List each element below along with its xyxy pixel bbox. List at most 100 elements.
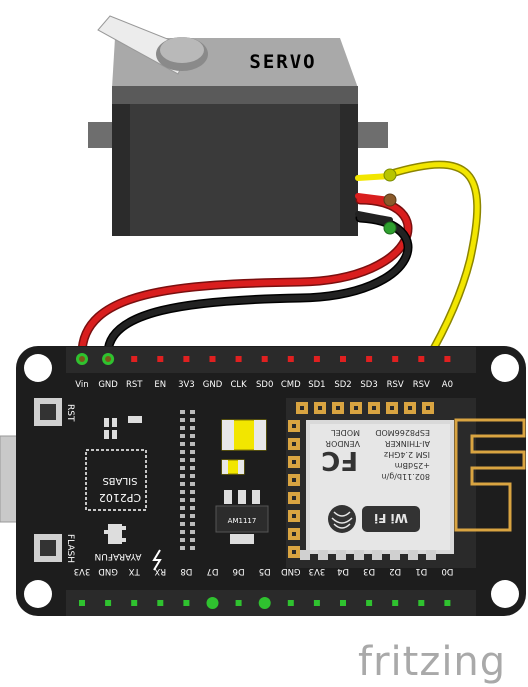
module-text-2: ISM 2.4GHz <box>384 450 430 459</box>
pin-d8[interactable] <box>183 600 190 606</box>
module-markings: 802.11b/g/n +25dBm ISM 2.4GHz AI-THINKER… <box>321 428 430 533</box>
bottom-pin-label: D0 <box>441 566 453 576</box>
pin-rsv[interactable] <box>418 356 425 362</box>
wifi-logo <box>362 506 420 532</box>
servo-label: SERVO <box>249 51 316 73</box>
top-pin-label: RST <box>126 380 143 390</box>
regulator-label: AM1117 <box>228 517 257 525</box>
top-pin-label: SD1 <box>308 380 325 390</box>
voltage-regulator <box>215 505 269 533</box>
pin-clk[interactable] <box>235 356 242 362</box>
chip-label-model: CP2102 <box>99 491 141 504</box>
pin-d1[interactable] <box>418 600 425 606</box>
bottom-pin-label: D3 <box>363 566 375 576</box>
pin-sd3[interactable] <box>366 356 373 362</box>
pin-d5-highlight[interactable] <box>258 597 271 609</box>
top-pin-label: CLK <box>230 380 247 390</box>
maker-label: AYARAFUN <box>95 551 142 561</box>
pin-d7-highlight[interactable] <box>206 597 219 609</box>
top-pin-label: CMD <box>281 380 301 390</box>
bottom-pin-label: D2 <box>389 566 401 576</box>
mount-hole <box>491 354 519 382</box>
bottom-pin-label: D6 <box>233 566 245 576</box>
module-text-4: ESP8266MOD <box>375 428 430 437</box>
top-pin-label: RSV <box>413 380 430 390</box>
pin-3v3[interactable] <box>313 600 320 606</box>
servo-signal-connector[interactable] <box>383 168 397 182</box>
pin-gnd[interactable] <box>105 600 112 606</box>
flash-label: FLASH <box>65 534 75 563</box>
pin-3v3[interactable] <box>79 600 85 606</box>
bottom-pin-row <box>79 597 451 609</box>
top-pin-label: A0 <box>442 380 453 390</box>
wifi-logo-text: Wi Fi <box>374 511 408 525</box>
module-text-5: VENDOR <box>325 439 360 448</box>
pin-gnd[interactable] <box>287 600 294 606</box>
module-text-1: +25dBm <box>395 461 430 470</box>
top-pin-label: EN <box>154 380 166 390</box>
module-pads <box>288 402 436 560</box>
pin-d3[interactable] <box>366 600 373 606</box>
bottom-pin-label: GND <box>281 566 301 576</box>
chip-label-maker: SILABS <box>103 475 138 486</box>
bottom-header <box>66 590 476 616</box>
antenna-trace <box>454 418 526 532</box>
esp8266-module: 802.11b/g/n +25dBm ISM 2.4GHz AI-THINKER… <box>286 398 526 568</box>
mount-hole <box>24 354 52 382</box>
pin-gnd[interactable] <box>209 356 216 362</box>
top-header <box>66 347 476 373</box>
bottom-pin-label: GND <box>98 566 118 576</box>
bottom-pin-label: D8 <box>180 566 192 576</box>
pin-rx[interactable] <box>157 600 164 606</box>
pin-cmd[interactable] <box>287 356 294 362</box>
bottom-pin-label: D5 <box>259 566 271 576</box>
wire-red[interactable] <box>78 197 411 359</box>
pin-rst[interactable] <box>131 356 138 362</box>
rst-label: RST <box>65 404 75 422</box>
module-text-6: MODEL <box>331 428 360 437</box>
top-pin-label: GND <box>203 380 223 390</box>
pin-en[interactable] <box>157 356 164 362</box>
pin-sd2[interactable] <box>340 356 346 362</box>
top-pin-label: RSV <box>387 380 404 390</box>
bottom-pin-label: D4 <box>337 566 349 576</box>
pin-rsv[interactable] <box>392 356 399 362</box>
fcc-logo: FC <box>321 445 358 475</box>
top-pin-label: SD0 <box>256 380 273 390</box>
servo-power-connector[interactable] <box>383 193 397 207</box>
usb-serial-chip <box>85 449 147 511</box>
top-pin-labels: Vin GND RST EN 3V3 GND CLK SD0 CMD SD1 SD2 SD3 RSV RS… <box>75 380 453 390</box>
lightning-icon <box>152 549 162 571</box>
pin-d4[interactable] <box>340 600 346 606</box>
servo-body <box>112 86 358 236</box>
pin-a0[interactable] <box>444 356 451 362</box>
wire-black[interactable] <box>104 215 411 359</box>
pin-d2[interactable] <box>392 600 399 606</box>
module-text-3: AI-THINKER <box>384 439 430 448</box>
servo-motor: SERVO <box>88 15 388 236</box>
bottom-pin-label: D1 <box>415 566 427 576</box>
pad-column <box>180 410 195 550</box>
top-pin-label: SD2 <box>334 380 351 390</box>
top-pin-label: SD3 <box>360 380 377 390</box>
top-pin-label: Vin <box>75 380 88 390</box>
pin-d0[interactable] <box>444 600 451 606</box>
top-pin-label: GND <box>98 380 118 390</box>
servo-ground-connector[interactable] <box>383 221 397 235</box>
pin-3v3[interactable] <box>183 356 190 362</box>
bottom-pin-label: TX <box>129 566 141 576</box>
pin-tx[interactable] <box>131 600 138 606</box>
mount-hole <box>491 580 519 608</box>
bottom-pin-label: 3V3 <box>74 566 91 576</box>
top-pin-label: 3V3 <box>178 380 195 390</box>
top-pin-row <box>76 353 451 365</box>
pin-sd1[interactable] <box>313 356 320 362</box>
bottom-pin-label: D7 <box>207 566 219 576</box>
module-text-0: 802.11b/g/n <box>381 472 430 481</box>
pin-d6[interactable] <box>235 600 242 606</box>
pin-sd0[interactable] <box>261 356 268 362</box>
mount-hole <box>24 580 52 608</box>
